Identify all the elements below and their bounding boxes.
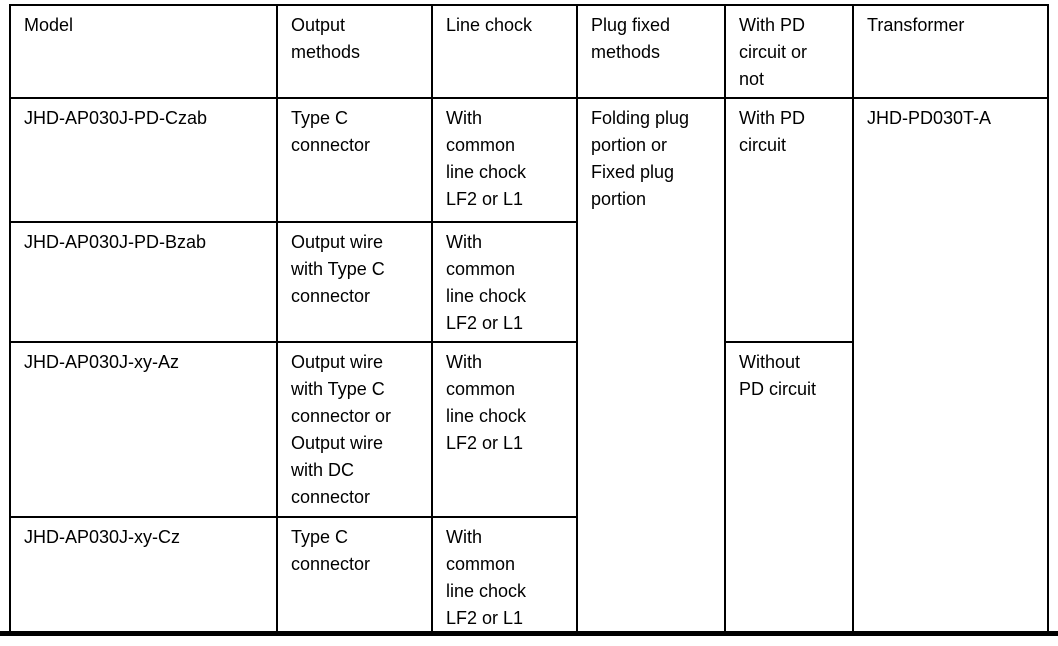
table-row: JHD-AP030J-PD-Czab Type C connector With… xyxy=(9,97,1049,634)
cell-model-row3: JHD-AP030J-xy-Az xyxy=(9,341,278,518)
table-row: JHD-AP030J-PD-Bzab Output wire with Type… xyxy=(9,221,1048,343)
page-bottom-rule xyxy=(0,631,1058,636)
cell-output-methods-row3: Output wire with Type C connector or Out… xyxy=(276,341,433,518)
cell-with-pd-circuit-merged: With PD circuit xyxy=(724,97,854,343)
cell-line-chock-row4: With common line chock LF2 or L1 xyxy=(431,516,578,634)
header-cell-transformer: Transformer xyxy=(852,4,1049,99)
cell-without-pd-circuit-merged: Without PD circuit xyxy=(724,341,854,634)
cell-transformer-merged: JHD-PD030T-A xyxy=(852,97,1049,634)
cell-output-methods-row1: Type C connector xyxy=(276,97,433,223)
cell-line-chock-row1: With common line chock LF2 or L1 xyxy=(431,97,578,223)
cell-plug-fixed-methods-merged: Folding plug portion or Fixed plug porti… xyxy=(576,97,726,634)
header-row: Model Output methods Line chock Plug fix… xyxy=(9,4,1049,99)
table-row: JHD-AP030J-xy-Cz Type C connector With c… xyxy=(9,516,1048,634)
model-spec-table: Model Output methods Line chock Plug fix… xyxy=(9,4,1049,634)
header-cell-output-methods: Output methods xyxy=(276,4,433,99)
cell-model-row4: JHD-AP030J-xy-Cz xyxy=(9,516,278,634)
header-cell-pd-circuit: With PD circuit or not xyxy=(724,4,854,99)
header-cell-plug-fixed-methods: Plug fixed methods xyxy=(576,4,726,99)
header-cell-line-chock: Line chock xyxy=(431,4,578,99)
cell-line-chock-row3: With common line chock LF2 or L1 xyxy=(431,341,578,518)
cell-model-row2: JHD-AP030J-PD-Bzab xyxy=(9,221,278,343)
cell-output-methods-row2: Output wire with Type C connector xyxy=(276,221,433,343)
cell-output-methods-row4: Type C connector xyxy=(276,516,433,634)
header-cell-model: Model xyxy=(9,4,278,99)
cell-model-row1: JHD-AP030J-PD-Czab xyxy=(9,97,278,223)
cell-line-chock-row2: With common line chock LF2 or L1 xyxy=(431,221,578,343)
